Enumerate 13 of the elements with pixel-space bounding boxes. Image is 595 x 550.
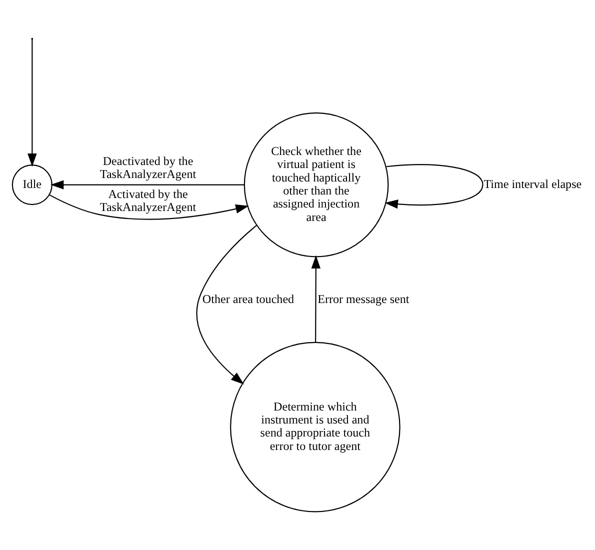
edge-label: Error message sent [318, 292, 410, 306]
edge-label: Activated by the TaskAnalyzerAgent [100, 186, 196, 214]
arrow [196, 224, 257, 384]
arrow [28, 39, 37, 167]
arrow [49, 194, 249, 220]
node-circle: Idle [12, 164, 52, 206]
edge-label: Deactivated by the TaskAnalyzerAgent [100, 154, 196, 182]
edge-label: Other area touched [202, 292, 294, 306]
arrow [50, 180, 244, 190]
arrow [311, 255, 321, 342]
edge-label: Time interval elapse [484, 176, 582, 191]
node-circle: Check whether the virtual patient is touched haptically other than the assigned injection area [244, 112, 389, 258]
arrow [384, 164, 484, 209]
